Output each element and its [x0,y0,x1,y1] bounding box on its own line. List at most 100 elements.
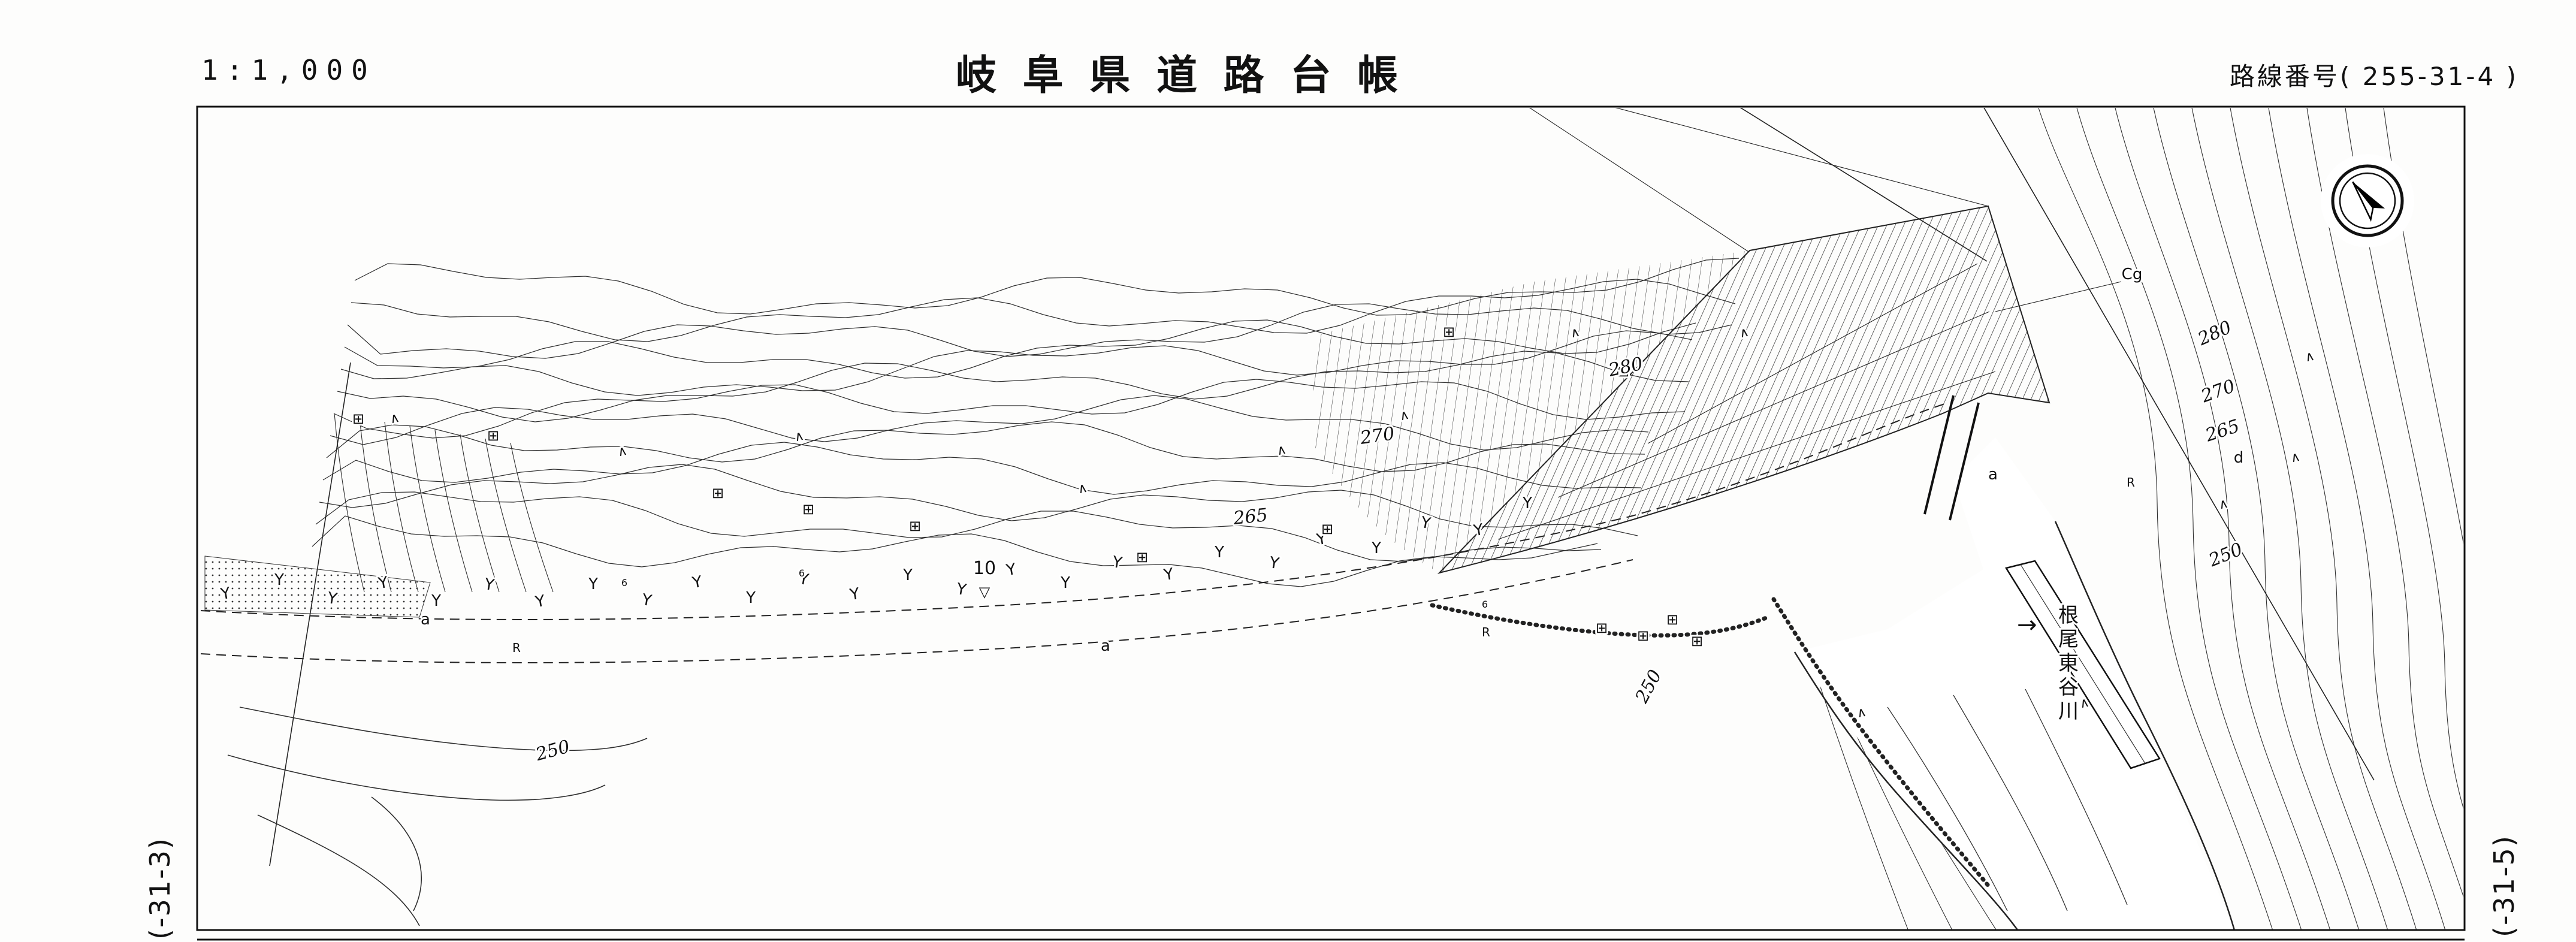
tree-symbol: Y [588,575,598,593]
vegetation-line [1771,597,1992,889]
contour-line [2191,108,2388,929]
retaining-wall-upper-hatch [328,664,1573,747]
map-label: d [2234,449,2244,467]
terrain-line [257,796,422,926]
survey-grid-marker: ⊞ [1443,324,1455,340]
river-bank-right [2054,521,2235,929]
slope-grid-line [1647,263,1978,444]
contour-line [2268,108,2446,929]
map-label: a [1101,637,1110,655]
river-name-label: 根尾東谷川 [2058,603,2079,723]
map-label: 280 [2194,317,2234,351]
slope-caret-marker: ∧ [616,443,629,460]
survey-grid-marker: ⊞ [1691,633,1703,650]
survey-grid-marker: ⊞ [802,501,814,518]
retaining-wall-upper-casing [328,664,1573,747]
retaining-wall-lower-casing [331,652,1790,801]
tree-symbol: Y [690,573,703,592]
survey-grid-marker: ⊞ [1666,611,1678,628]
weir-centerline [2020,564,2146,764]
north-arrow-inner-circle [2339,172,2396,230]
slope-fan-line [409,425,446,593]
slope-fan-line [384,421,419,593]
map-label: a [1988,466,1998,484]
map-boundary-line [269,362,351,866]
tree-symbol: Y [1371,539,1381,557]
tree-symbol: Y [1214,544,1224,561]
map-label: 6 [621,577,627,588]
contour-line [2383,108,2463,545]
tree-symbol: Y [274,571,284,589]
slope-fan-line [510,442,554,593]
slope-caret-marker: ∧ [2303,349,2316,366]
tree-symbol: Y [1522,494,1532,512]
retaining-wall-upper [328,664,1573,747]
section-line [1529,108,1749,252]
vegetation-line [1430,603,1770,638]
contour-line [2345,108,2463,810]
cut-slope-hatch [1437,205,2050,574]
map-label: 265 [1232,505,1269,529]
map-label: R [2127,475,2135,490]
bridge-edge [1949,402,1980,521]
route-number-label: 路線番号( 255-31-4 ) [2229,62,2518,91]
map-boundary-line [1983,108,2375,781]
retaining-wall-lower-hatch [331,652,1790,801]
map-label: a [421,611,430,629]
tree-symbol: Y [1110,553,1124,572]
survey-grid-marker: ⊞ [712,485,724,502]
slope-fan-line [434,430,473,593]
tree-symbol: Y [955,580,968,599]
contour-line [2153,108,2359,929]
north-arrow-needle-light [2352,181,2374,222]
tree-symbol: Y [482,575,496,594]
map-label: 250 [533,736,572,766]
terrain-line [239,707,648,751]
slope-caret-marker: ∧ [2289,449,2302,466]
tree-symbol: Y [1267,554,1281,573]
slope-fan-line [359,417,392,593]
survey-grid-marker: ⊞ [487,427,499,444]
tree-symbol: Y [1060,574,1070,592]
survey-grid-marker: ⊞ [1637,627,1649,644]
slope-fan-line [485,438,527,593]
tree-symbol: Y [1162,565,1175,584]
river-flow-line [2025,689,2128,905]
tree-symbol: Y [848,585,861,604]
map-label: 10 [973,558,996,579]
map-label: 265 [2202,415,2242,446]
map-label: 6 [1482,599,1488,610]
bridge-edge [1923,395,1955,515]
survey-grid-marker: ⊞ [1136,549,1148,566]
slope-fan-line [334,413,365,593]
slope-caret-marker: ∧ [2217,496,2230,513]
survey-grid-marker: ⊞ [909,518,921,535]
map-label: 270 [2198,376,2238,407]
river-flow-arrow: → [2017,611,2037,639]
retaining-wall-upper-fill [328,664,1573,747]
contour-line [2230,108,2417,929]
slope-grid-line [1497,371,1996,540]
map-label: 250 [1631,666,1666,707]
slope-caret-marker: ∧ [793,428,805,445]
map-label: 6 [799,567,805,579]
section-line [1615,108,1989,207]
map-label: 250 [2205,539,2245,571]
gravel-area [204,555,431,618]
survey-grid-marker: ⊞ [352,410,364,427]
road-shoulder-dashed-upper [200,402,1949,620]
tree-symbol: Y [745,589,756,607]
tree-symbol: Y [431,592,441,610]
tree-symbol: Y [533,592,546,611]
map-label: Cg [2122,265,2143,283]
survey-grid-marker: ⊞ [1596,620,1608,636]
retaining-wall-lower [331,652,1790,801]
survey-grid-marker: ⊞ [1321,521,1333,538]
page-title: 岐 阜 県 道 路 台 帳 [955,52,1405,99]
slope-grid-line [1557,311,1990,498]
contour-line [2115,108,2330,929]
slope-fan-line [460,434,500,593]
bank-fan-line [1814,668,1908,929]
